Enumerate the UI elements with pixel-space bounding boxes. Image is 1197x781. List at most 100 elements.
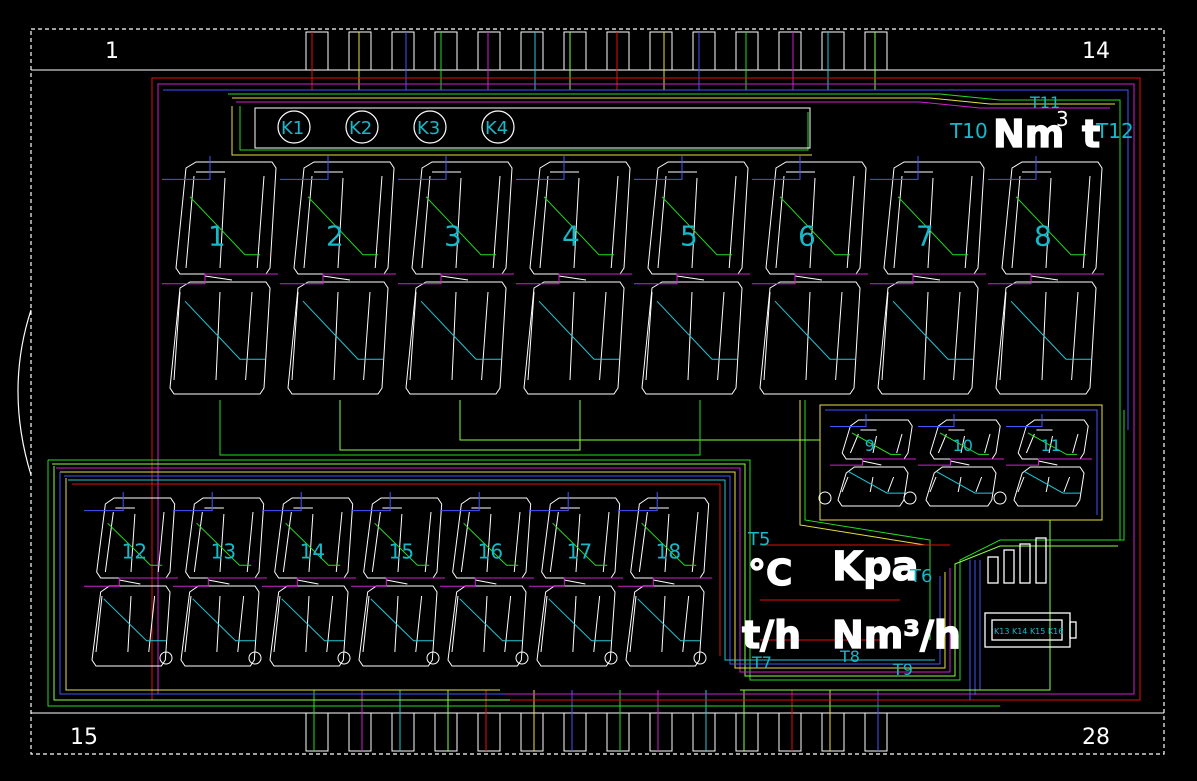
- key-circle: [277, 110, 311, 144]
- digit-number: 2: [326, 220, 344, 253]
- digit-segment: [193, 511, 203, 573]
- digit-trace: [656, 300, 737, 360]
- digit-trace: [307, 196, 378, 256]
- digit-segment: [564, 579, 586, 585]
- large-digit-4: 4: [516, 156, 632, 395]
- digit-trace: [192, 598, 256, 642]
- digit-segment: [610, 175, 619, 269]
- outer-frame: [30, 28, 1165, 755]
- digit-segment: [204, 275, 233, 281]
- digit-trace: [1027, 432, 1077, 455]
- digit-trace: [84, 492, 124, 512]
- digit-trace: [634, 273, 750, 285]
- bottom-digit-14: 14: [262, 492, 356, 667]
- digit-segment: [682, 595, 690, 653]
- digit-segment: [862, 460, 882, 466]
- digit-trace: [162, 273, 278, 285]
- digit-outline: [1013, 466, 1085, 507]
- pin-label-1: 1: [105, 39, 119, 64]
- label-t11: T11: [1029, 93, 1060, 112]
- digit-segment: [657, 175, 667, 269]
- digit-segment: [964, 175, 973, 269]
- digit-outline: [995, 281, 1097, 395]
- digit-segment: [386, 579, 408, 585]
- digit-segment: [246, 511, 254, 573]
- digit-number: 9: [865, 436, 875, 455]
- digit-segment: [308, 513, 314, 573]
- digit-trace: [196, 522, 252, 566]
- digit-segment: [374, 175, 383, 269]
- digit-segment: [148, 595, 156, 653]
- pin-bottom: [477, 712, 501, 752]
- decimal-point: [818, 491, 832, 505]
- decimal-point: [515, 651, 529, 665]
- digit-number: 8: [1034, 220, 1052, 253]
- digit-segment: [558, 275, 587, 281]
- pin-top: [864, 31, 888, 71]
- digit-number: 5: [680, 220, 698, 253]
- pin-top: [735, 31, 759, 71]
- digit-trace: [262, 577, 356, 587]
- large-digit-2: 2: [280, 156, 396, 395]
- digit-segment: [691, 511, 699, 573]
- digit-trace: [398, 156, 447, 180]
- digit-segment: [440, 275, 469, 281]
- small-digit-9: 9: [830, 414, 916, 507]
- digit-segment: [872, 435, 877, 454]
- large-digit-5: 5: [634, 156, 750, 395]
- digit-trace: [529, 577, 623, 587]
- pin-bottom: [520, 712, 544, 752]
- digit-segment: [326, 595, 334, 653]
- battery-icon: [984, 612, 1077, 648]
- bottom-digit-13: 13: [173, 492, 267, 667]
- digit-segment: [929, 476, 937, 493]
- digit-outline: [287, 281, 389, 395]
- digit-segment: [297, 579, 319, 585]
- digit-segment: [245, 291, 253, 381]
- digit-number: 4: [562, 220, 580, 253]
- key-label: K1: [281, 118, 304, 139]
- digit-segment: [540, 595, 548, 653]
- digit-segment: [486, 513, 492, 573]
- digit-outline: [641, 281, 743, 395]
- digit-segment: [912, 275, 941, 281]
- pin-bottom: [391, 712, 415, 752]
- digit-trace: [548, 598, 612, 642]
- digit-segment: [481, 291, 489, 381]
- digit-outline: [837, 466, 909, 507]
- digit-segment: [887, 476, 895, 493]
- digit-trace: [351, 577, 445, 587]
- digit-outline: [523, 281, 625, 395]
- pin-bottom: [606, 712, 630, 752]
- digit-outline: [841, 419, 913, 460]
- bottom-digit-15: 15: [351, 492, 445, 667]
- digit-segment: [809, 177, 816, 269]
- digit-segment: [455, 177, 462, 269]
- digit-number: 17: [567, 539, 592, 563]
- digit-segment: [119, 579, 141, 585]
- digit-trace: [103, 598, 167, 642]
- digit-number: 6: [798, 220, 816, 253]
- label-t5: T5: [747, 529, 770, 550]
- digit-trace: [830, 414, 867, 427]
- digit-trace: [752, 273, 868, 285]
- digit-segment: [728, 175, 737, 269]
- digit-segment: [424, 511, 432, 573]
- pin-bottom: [864, 712, 888, 752]
- digit-segment: [303, 175, 313, 269]
- digit-number: 16: [478, 539, 503, 563]
- unit-celsius: °C: [748, 553, 792, 594]
- digit-outline: [452, 497, 532, 579]
- pin-top: [606, 31, 630, 71]
- digit-trace: [538, 300, 619, 360]
- digit-segment: [602, 511, 610, 573]
- digit-trace: [851, 432, 901, 455]
- digit-segment: [999, 291, 1007, 381]
- decimal-point: [993, 491, 1007, 505]
- digit-trace: [281, 598, 345, 642]
- digit-segment: [775, 175, 785, 269]
- digit-segment: [184, 595, 192, 653]
- label-t6: T6: [909, 566, 932, 587]
- decimal-point: [426, 651, 440, 665]
